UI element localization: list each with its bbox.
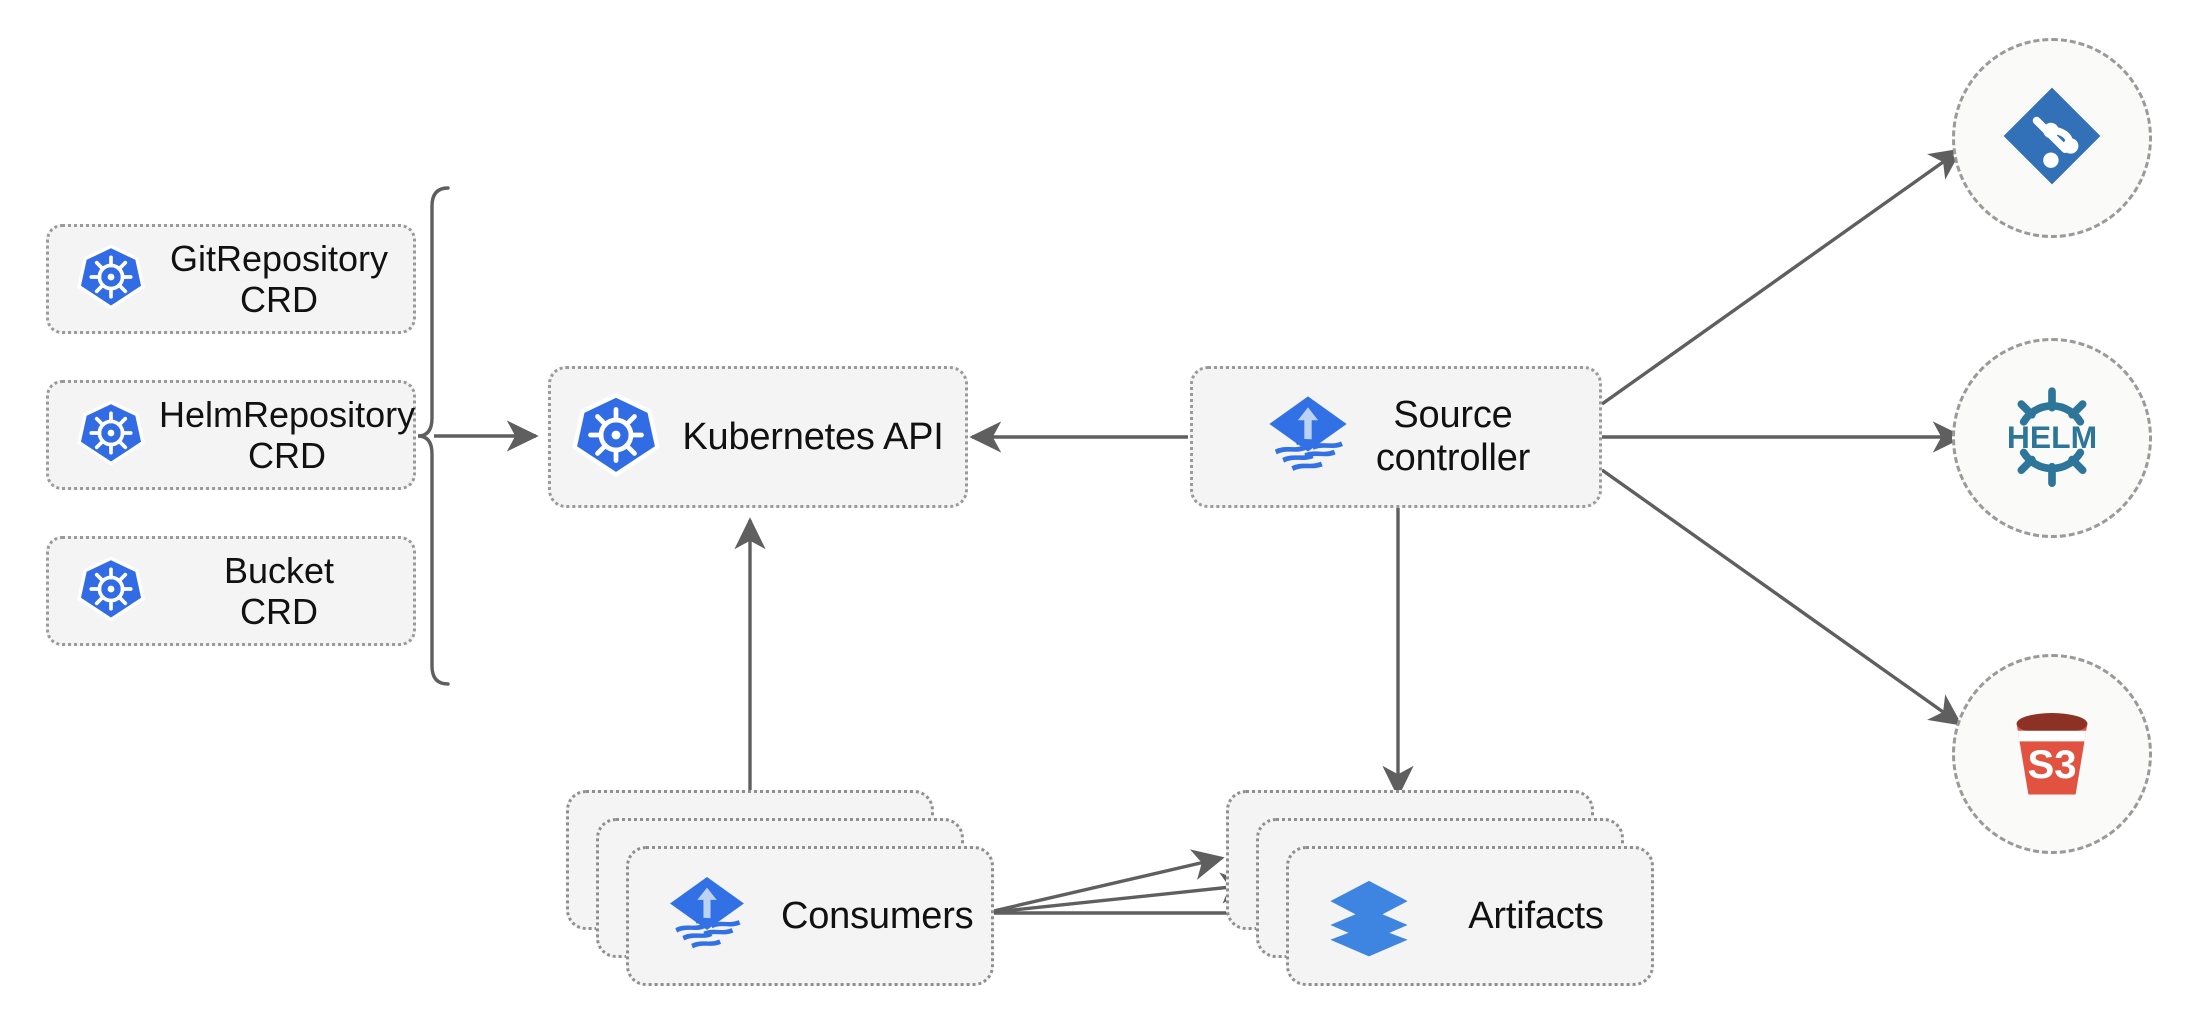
- consumers-card[interactable]: Consumers: [626, 846, 994, 986]
- node-label: Source controller: [1375, 394, 1531, 479]
- crd-box-gitrepository[interactable]: GitRepository CRD: [46, 224, 416, 334]
- edge-source-to-s3: [1601, 468, 1963, 726]
- node-label: Artifacts: [1468, 894, 1604, 937]
- kubernetes-icon: [77, 555, 145, 628]
- crd-box-helmrepository[interactable]: HelmRepository CRD: [46, 380, 416, 490]
- node-source-controller[interactable]: Source controller: [1190, 366, 1602, 508]
- endpoint-s3[interactable]: S3: [1952, 654, 2152, 854]
- node-label: Consumers: [781, 894, 974, 937]
- edge-source-to-git: [1601, 148, 1963, 406]
- edge-consumers-to-artifacts-2: [984, 872, 1253, 915]
- endpoint-helm[interactable]: HELM: [1952, 338, 2152, 538]
- node-kubernetes-api[interactable]: Kubernetes API: [548, 366, 968, 508]
- kubernetes-icon: [572, 391, 660, 484]
- node-artifacts[interactable]: Artifacts: [1226, 790, 1654, 986]
- s3-icon: S3: [1993, 693, 2111, 816]
- edge-consumers-to-artifacts-1: [984, 849, 1225, 915]
- flux-icon: [663, 870, 751, 963]
- endpoint-git[interactable]: [1952, 38, 2152, 238]
- helm-label: HELM: [2007, 418, 2097, 454]
- crd-box-bucket[interactable]: Bucket CRD: [46, 536, 416, 646]
- git-icon: [1997, 81, 2107, 196]
- layers-icon: [1323, 868, 1415, 965]
- helm-icon: HELM: [1993, 377, 2111, 500]
- kubernetes-icon: [77, 399, 145, 472]
- s3-label: S3: [2027, 741, 2076, 786]
- crd-label: GitRepository CRD: [169, 237, 389, 320]
- kubernetes-icon: [77, 243, 145, 316]
- artifacts-card[interactable]: Artifacts: [1286, 846, 1654, 986]
- flux-icon: [1262, 389, 1354, 486]
- crd-label: HelmRepository CRD: [159, 393, 416, 476]
- node-label: Kubernetes API: [682, 415, 944, 458]
- node-consumers[interactable]: Consumers: [566, 790, 994, 986]
- crd-label: Bucket CRD: [223, 549, 335, 632]
